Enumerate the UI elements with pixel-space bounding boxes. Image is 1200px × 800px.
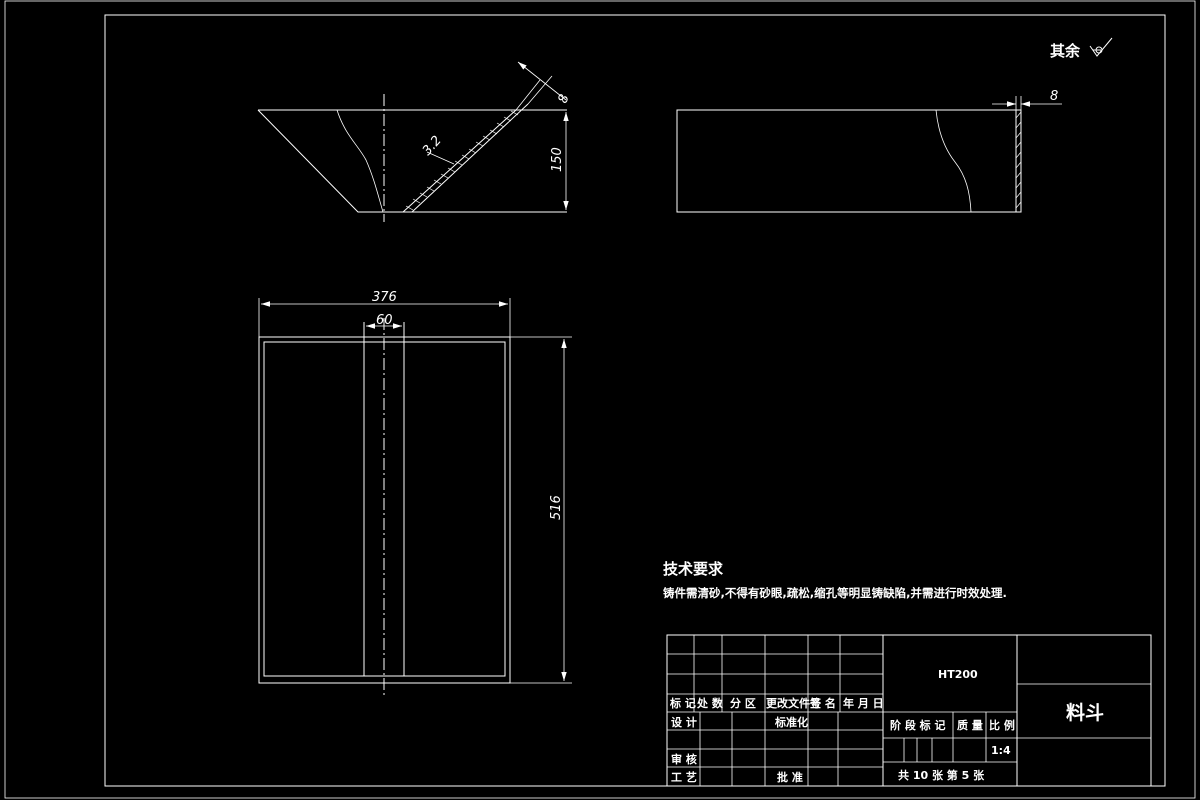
- side-view: 8: [676, 89, 1062, 213]
- header-signature: 签 名: [809, 696, 836, 710]
- role-approve: 批 准: [777, 770, 803, 784]
- header-mark: 标 记: [669, 696, 696, 710]
- front-view-outline: [257, 109, 567, 213]
- role-design: 设 计: [671, 715, 697, 729]
- roughness-check-icon: [1089, 37, 1113, 57]
- part-name: 料斗: [1066, 701, 1104, 724]
- roughness-circle-icon: [1095, 46, 1103, 54]
- sheet-info: 共 10 张 第 5 张: [898, 768, 985, 782]
- surface-finish-label: 其余: [1050, 42, 1081, 60]
- role-review: 审 核: [671, 752, 697, 766]
- inner-frame: [104, 14, 1166, 787]
- scale-value: 1:4: [991, 744, 1011, 757]
- scale-label: 比 例: [989, 718, 1015, 732]
- top-view: 376 60 516: [258, 290, 572, 696]
- weld-size-dim: 3.2: [420, 133, 445, 158]
- side-wall-thickness-dim: 8: [1050, 89, 1058, 104]
- overall-width-dim: 376: [372, 290, 397, 305]
- overall-length-dim: 516: [549, 495, 564, 520]
- header-zone: 分 区: [730, 696, 756, 710]
- side-view-break-line: [935, 109, 972, 213]
- sloped-plate-outline: [402, 103, 529, 213]
- material: HT200: [938, 668, 978, 681]
- stage-mark-label: 阶 段 标 记: [890, 718, 946, 732]
- rib-width-dim: 60: [376, 313, 393, 328]
- surface-finish-note: 其余: [1050, 37, 1113, 60]
- sloped-plate-hatch: [405, 110, 519, 211]
- plate-thickness-dim: 8: [556, 92, 573, 105]
- role-process: 工 艺: [671, 770, 697, 784]
- title-block: 标 记 处 数 分 区 更改文件号 签 名 年 月 日 设 计 标准化 审 核 …: [666, 634, 1152, 787]
- technical-requirements: 技术要求 铸件需清砂,不得有砂眼,疏松,缩孔等明显铸缺陷,并需进行时效处理.: [663, 560, 1007, 600]
- side-wall-hatch: [1015, 111, 1022, 209]
- outer-border: [4, 0, 1196, 799]
- header-change-doc: 更改文件号: [766, 696, 821, 710]
- role-standardize: 标准化: [774, 715, 808, 729]
- front-view: 8 3.2 150: [257, 61, 573, 222]
- header-count: 处 数: [696, 696, 724, 710]
- height-dim: 150: [550, 147, 565, 172]
- front-view-break-line: [336, 109, 384, 213]
- tech-req-title: 技术要求: [663, 560, 724, 578]
- weight-label: 质 量: [957, 718, 983, 732]
- side-view-outline: [676, 109, 1022, 213]
- tech-req-text: 铸件需清砂,不得有砂眼,疏松,缩孔等明显铸缺陷,并需进行时效处理.: [663, 586, 1007, 600]
- header-date: 年 月 日: [843, 696, 884, 710]
- plate-thickness-dim-line: [517, 61, 567, 101]
- weld-leader: [426, 151, 455, 165]
